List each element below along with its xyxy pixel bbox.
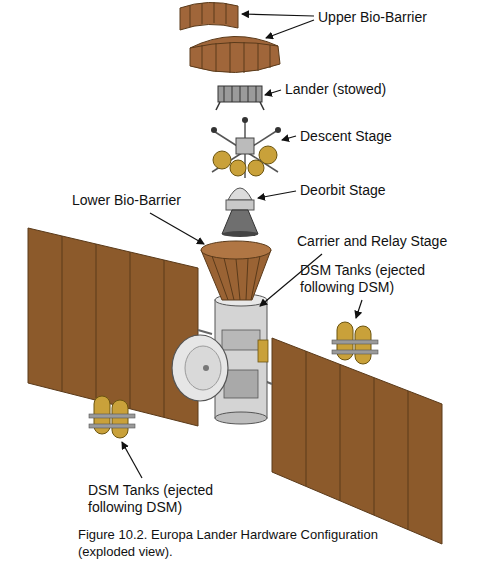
part-label: Deorbit Stage [300, 182, 450, 199]
carrier-stage [172, 294, 268, 424]
figure-caption: Figure 10.2. Europa Lander Hardware Conf… [78, 526, 423, 560]
lander-stowed [216, 86, 264, 110]
part-label: Lander (stowed) [285, 81, 445, 98]
upper-bio-barrier [180, 2, 280, 73]
deorbit-stage [222, 188, 258, 237]
solar-array-left [28, 228, 212, 426]
part-label: Descent Stage [300, 128, 450, 145]
descent-stage [211, 117, 281, 178]
part-label: Upper Bio-Barrier [318, 9, 478, 26]
part-label: Lower Bio-Barrier [72, 192, 212, 209]
dsm-tanks-right [332, 322, 378, 364]
lower-bio-barrier [201, 241, 271, 300]
part-label: DSM Tanks (ejected following DSM) [300, 262, 472, 296]
dsm-tanks-left [89, 396, 135, 438]
part-label: DSM Tanks (ejected following DSM) [88, 482, 260, 516]
part-label: Carrier and Relay Stage [297, 233, 477, 250]
solar-array-right [262, 338, 442, 544]
